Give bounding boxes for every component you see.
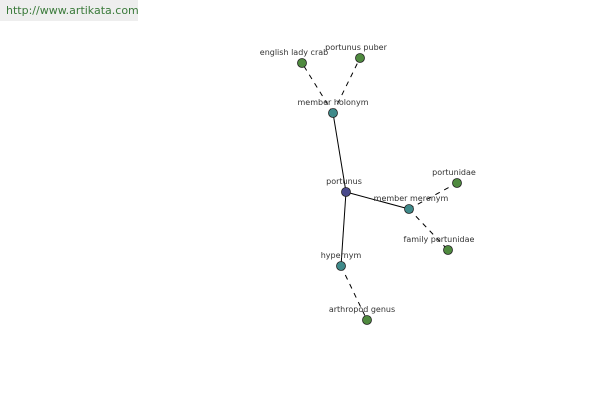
nodes-layer: [297, 53, 462, 325]
node-english-lady-crab[interactable]: [297, 58, 307, 68]
edge-portunus-to-hypernym: [340, 191, 347, 267]
node-arthropod-genus[interactable]: [362, 315, 372, 325]
node-label-portunidae[interactable]: portunidae: [432, 168, 476, 177]
node-label-family-portunidae[interactable]: family portunidae: [404, 235, 475, 244]
url-banner: http://www.artikata.com: [0, 0, 139, 21]
edge-member-holonym-to-portunus-puber: [332, 57, 361, 114]
node-label-english-lady-crab[interactable]: english lady crab: [260, 48, 328, 57]
node-portunidae[interactable]: [452, 178, 462, 188]
node-family-portunidae[interactable]: [443, 245, 453, 255]
edge-portunus-to-member-holonym: [332, 112, 347, 193]
site-url-link[interactable]: http://www.artikata.com: [6, 4, 139, 17]
node-hypernym[interactable]: [336, 261, 346, 271]
node-portunus[interactable]: [341, 187, 351, 197]
labels-layer: portunus member holonym member meronym hype…: [260, 43, 476, 314]
node-portunus-puber[interactable]: [355, 53, 365, 63]
edge-portunus-to-member-meronym: [345, 191, 410, 210]
node-member-holonym[interactable]: [328, 108, 338, 118]
node-label-arthropod-genus[interactable]: arthropod genus: [329, 305, 395, 314]
node-label-hypernym[interactable]: hypernym: [321, 251, 362, 260]
node-member-meronym[interactable]: [404, 204, 414, 214]
node-label-portunus-puber[interactable]: portunus puber: [325, 43, 387, 52]
edges-layer: [301, 57, 458, 321]
node-label-member-meronym[interactable]: member meronym: [374, 194, 449, 203]
node-label-portunus[interactable]: portunus: [326, 177, 362, 186]
node-label-member-holonym[interactable]: member holonym: [297, 98, 368, 107]
